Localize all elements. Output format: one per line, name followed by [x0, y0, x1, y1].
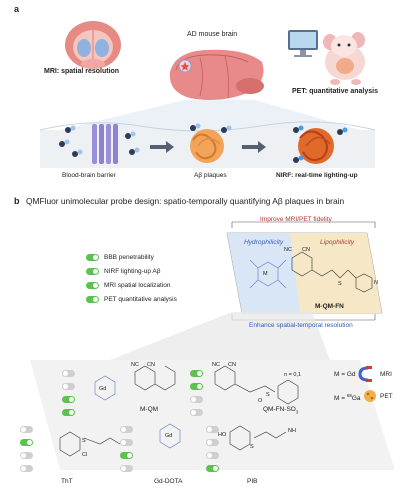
feature-label: PET quantitative analysis — [104, 296, 177, 303]
atom-label: S — [250, 444, 254, 450]
hydrophilicity-label: Hydrophilicity — [244, 239, 284, 246]
atom-label: S — [266, 392, 270, 398]
mouse-image — [323, 32, 365, 85]
panel-b-title: QMFluor unimolecular probe design: spati… — [26, 196, 345, 206]
atom-label: N — [374, 280, 378, 286]
mri-suffix: : spatial resolution — [56, 68, 120, 75]
feature-label: BBB penetrability — [104, 254, 154, 261]
mri-prefix: MRI — [44, 68, 57, 75]
feature-toggle[interactable] — [86, 268, 99, 275]
plaques-label: Aβ plaques — [194, 172, 227, 179]
atom-label: M — [263, 271, 268, 277]
atom-label: CN — [302, 247, 310, 253]
legend-mri: MRI — [380, 371, 392, 378]
compound-toggle[interactable] — [20, 426, 33, 433]
pet-monitor-image — [288, 30, 318, 57]
compound-toggle[interactable] — [190, 396, 203, 403]
compound-name: QM-FN-SO3 — [263, 406, 298, 414]
compound-toggle[interactable] — [62, 396, 75, 403]
feature-label: MRI spatial localization — [104, 282, 171, 289]
ad-mouse-brain-image — [169, 49, 264, 100]
atom-label: CN — [228, 362, 236, 368]
compound-toggle[interactable] — [206, 439, 219, 446]
blood-brain-barrier-image — [59, 124, 140, 164]
compound-toggle[interactable] — [206, 452, 219, 459]
compound-toggle[interactable] — [120, 439, 133, 446]
compound-name: ThT — [61, 478, 73, 485]
probe-box — [226, 221, 383, 321]
enhance-label: Enhance spatial-temporal resolution — [249, 322, 353, 329]
atom-label: NC — [131, 362, 139, 368]
atom-label: Gd — [165, 433, 173, 439]
legend-m-ga: M = 68Ga — [334, 393, 361, 402]
panel-a-letter: a — [14, 4, 20, 14]
legend-m-gd: M = Gd — [334, 371, 356, 378]
legend-ga: Ga — [351, 395, 361, 403]
compound-toggle[interactable] — [206, 465, 219, 472]
compound-toggle[interactable] — [190, 409, 203, 416]
atom-label: O — [258, 398, 263, 404]
mri-magnet-icon — [358, 366, 372, 382]
improve-label: Improve MRI/PET fidelity — [260, 216, 332, 223]
n-label: n = 0,1 — [284, 372, 301, 378]
arrow-icon — [150, 141, 174, 153]
legend-ga-mass: 68 — [346, 393, 352, 398]
compound-toggle[interactable] — [190, 383, 203, 390]
atom-label: S — [82, 438, 86, 444]
feature-toggle[interactable] — [86, 296, 99, 303]
panel-b-letter: b — [14, 196, 20, 206]
feature-toggle[interactable] — [86, 254, 99, 261]
nirf-label: NIRF: real-time lighting-up — [276, 172, 358, 179]
legend-pet: PET — [380, 393, 393, 400]
mri-label: MRI: spatial resolution — [44, 68, 119, 75]
compound-name: Gd-DOTA — [154, 478, 183, 485]
compound-toggle[interactable] — [62, 370, 75, 377]
compound-name: M-QM — [140, 406, 159, 413]
center-title: AD mouse brain — [187, 31, 238, 38]
compound-toggle[interactable] — [120, 465, 133, 472]
compound-name: PIB — [247, 478, 258, 485]
feature-label: NIRF lighting-up Aβ — [104, 268, 161, 275]
compound-toggle[interactable] — [62, 383, 75, 390]
coronal-brain-slice-image — [65, 21, 121, 69]
arrow-icon — [242, 141, 266, 153]
lit-plaque-image — [293, 125, 348, 164]
compound-toggle[interactable] — [120, 452, 133, 459]
pet-atom-icon — [364, 390, 376, 402]
compound-toggle[interactable] — [190, 370, 203, 377]
compound-structures — [59, 365, 299, 457]
compound-name-main: QM-FN-SO — [263, 406, 296, 413]
m-qm-fn-structure — [249, 251, 373, 293]
abeta-plaque-image — [190, 123, 232, 163]
legend-m-prefix: M = — [334, 395, 347, 403]
compound-toggle[interactable] — [62, 409, 75, 416]
compound-toggle[interactable] — [20, 439, 33, 446]
compound-toggle[interactable] — [20, 465, 33, 472]
pet-label: PET: quantitative analysis — [292, 88, 378, 95]
feature-toggle[interactable] — [86, 282, 99, 289]
atom-label: S — [338, 281, 342, 287]
atom-label: NC — [284, 247, 292, 253]
compound-name-sub: 3 — [295, 409, 299, 415]
bbb-label: Blood-brain barrier — [62, 172, 116, 179]
atom-label: NC — [212, 362, 220, 368]
atom-label: HO — [218, 432, 227, 438]
compound-toggle[interactable] — [206, 426, 219, 433]
atom-label: CN — [147, 362, 155, 368]
lipophilicity-label: Lipophilicity — [320, 239, 355, 246]
atom-label: Gd — [99, 386, 107, 392]
probe-name: M-QM-FN — [315, 303, 344, 310]
compound-toggle[interactable] — [20, 452, 33, 459]
atom-label: Cl — [82, 452, 88, 458]
atom-label: NH — [288, 428, 296, 434]
compound-toggle[interactable] — [120, 426, 133, 433]
